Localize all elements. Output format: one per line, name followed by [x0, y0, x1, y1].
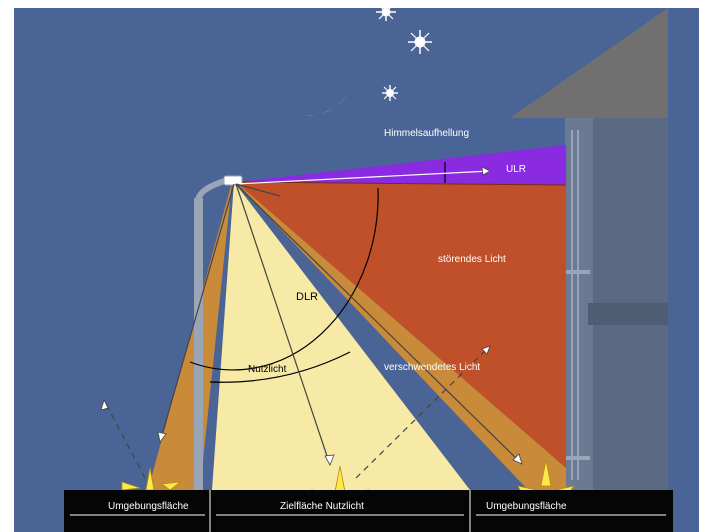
angle-annotations: [189, 162, 446, 383]
label-ground-left: Umgebungsfläche: [108, 501, 189, 512]
useful-light-cone: [212, 182, 470, 490]
roof: [510, 8, 668, 118]
label-wasted-light: verschwendetes Licht: [384, 362, 480, 373]
label-ulr: ULR: [506, 164, 526, 175]
building: [510, 8, 668, 490]
useful-light-arc: [209, 351, 351, 383]
star-icon: [382, 85, 398, 101]
ray-arrowheads: [100, 166, 523, 466]
dlr-arc: [189, 187, 379, 371]
label-sky-glow: Himmelsaufhellung: [384, 128, 469, 139]
lamp-pole: [194, 198, 203, 490]
star-icon: [376, 3, 396, 21]
street-lamp: [194, 175, 243, 490]
label-ground-center: Zielfläche Nutzlicht: [280, 501, 364, 512]
star-icon: [408, 30, 432, 54]
ground-bar: [64, 490, 673, 532]
light-rays: [103, 170, 523, 479]
balcony: [588, 303, 668, 325]
label-dlr: DLR: [296, 291, 318, 303]
lamp-head: [223, 175, 243, 186]
label-ground-right: Umgebungsfläche: [486, 501, 567, 512]
label-useful-light: Nutzlicht: [248, 364, 287, 375]
label-disturbing-light: störendes Licht: [438, 254, 506, 265]
wasted-light-right: [236, 182, 566, 490]
